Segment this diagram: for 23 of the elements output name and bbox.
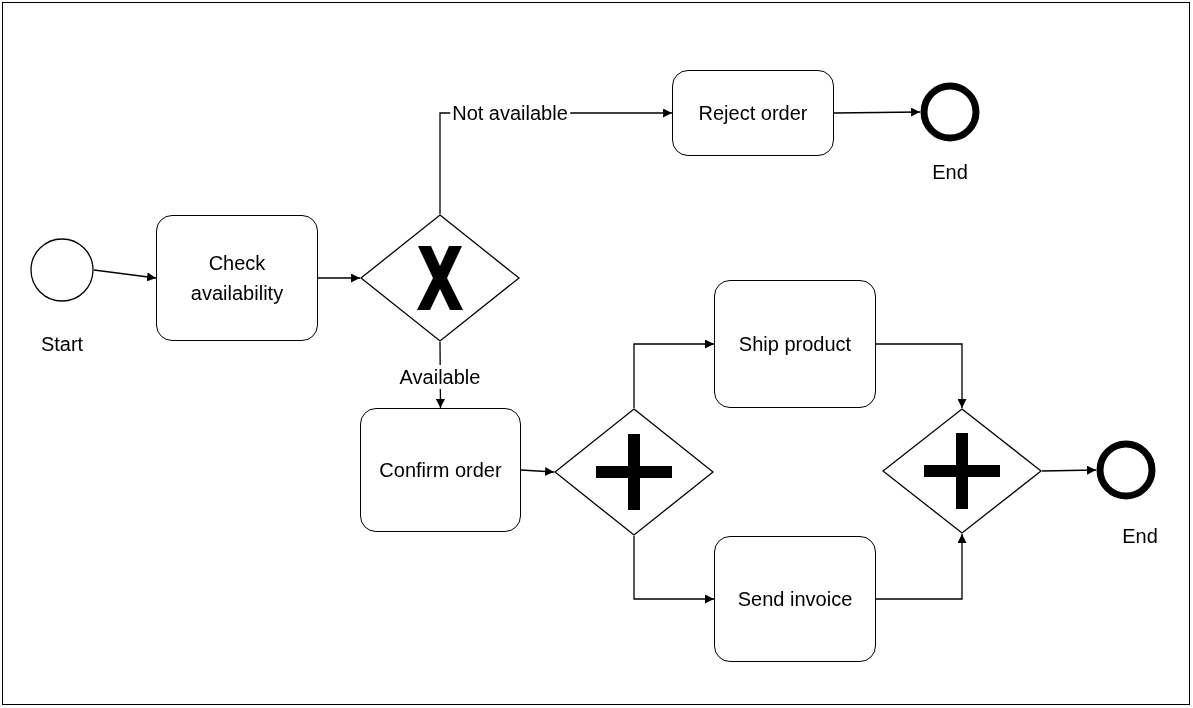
sequence-flow-arrow <box>633 339 715 409</box>
edge-label: Available <box>397 365 483 389</box>
sequence-flow-arrow <box>833 107 921 117</box>
event-label: End <box>1122 524 1158 548</box>
task-label: Send invoice <box>737 587 853 612</box>
task-box <box>714 280 876 408</box>
task-box <box>714 536 876 662</box>
sequence-flow-arrow <box>633 535 715 604</box>
sequence-flow-arrow <box>317 273 361 283</box>
sequence-flow-arrow <box>1041 465 1097 475</box>
event-label: End <box>932 160 968 184</box>
sequence-flow-arrow <box>875 533 967 600</box>
task-label: Ship product <box>738 332 852 357</box>
event-label: Start <box>40 332 84 356</box>
task-box <box>156 215 318 341</box>
task-label: Check availability <box>189 251 285 306</box>
sequence-flow-arrow <box>520 466 555 476</box>
task-label: Reject order <box>698 101 808 126</box>
sequence-flow-arrow <box>93 269 157 282</box>
sequence-flow-arrow <box>875 343 967 409</box>
task-box <box>672 70 834 156</box>
task-label: Confirm order <box>379 458 502 483</box>
task-box <box>360 408 521 532</box>
